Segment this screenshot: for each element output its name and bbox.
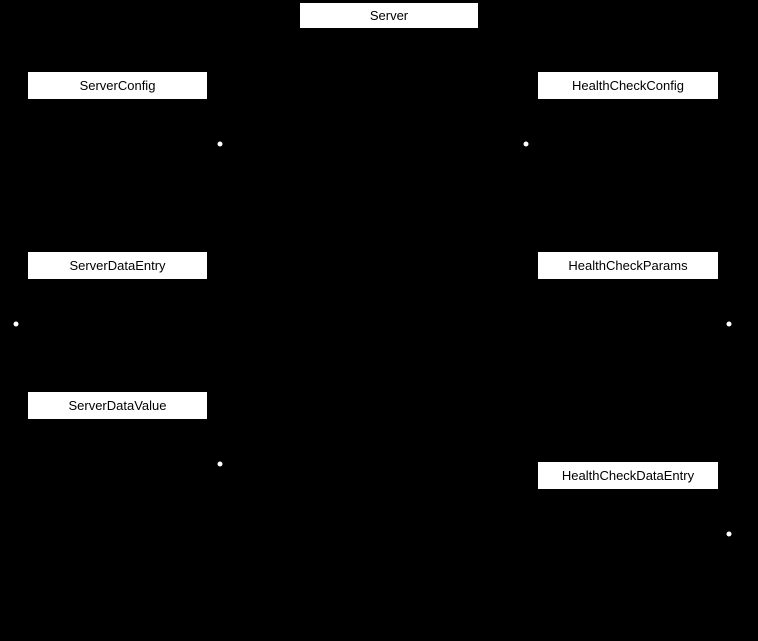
node-server-label: Server <box>369 8 409 23</box>
connector-endpoint-dot[interactable] <box>13 321 19 327</box>
connector-endpoint-dot[interactable] <box>217 141 223 147</box>
node-server-config-label: ServerConfig <box>79 78 156 93</box>
connector-endpoint-dot[interactable] <box>726 321 732 327</box>
node-health-check-config[interactable]: HealthCheckConfig <box>538 72 718 99</box>
node-server[interactable]: Server <box>300 3 478 28</box>
node-server-data-entry-label: ServerDataEntry <box>69 258 166 273</box>
node-server-data-value-label: ServerDataValue <box>68 398 167 413</box>
node-server-config[interactable]: ServerConfig <box>28 72 207 99</box>
connector-endpoint-dot[interactable] <box>726 531 732 537</box>
connector-endpoint-dot[interactable] <box>217 461 223 467</box>
node-health-check-data-entry-label: HealthCheckDataEntry <box>561 468 695 483</box>
node-health-check-params[interactable]: HealthCheckParams <box>538 252 718 279</box>
node-server-data-value[interactable]: ServerDataValue <box>28 392 207 419</box>
node-server-data-entry[interactable]: ServerDataEntry <box>28 252 207 279</box>
node-health-check-config-label: HealthCheckConfig <box>571 78 684 93</box>
node-health-check-data-entry[interactable]: HealthCheckDataEntry <box>538 462 718 489</box>
node-health-check-params-label: HealthCheckParams <box>568 258 688 273</box>
connector-endpoint-dot[interactable] <box>523 141 529 147</box>
